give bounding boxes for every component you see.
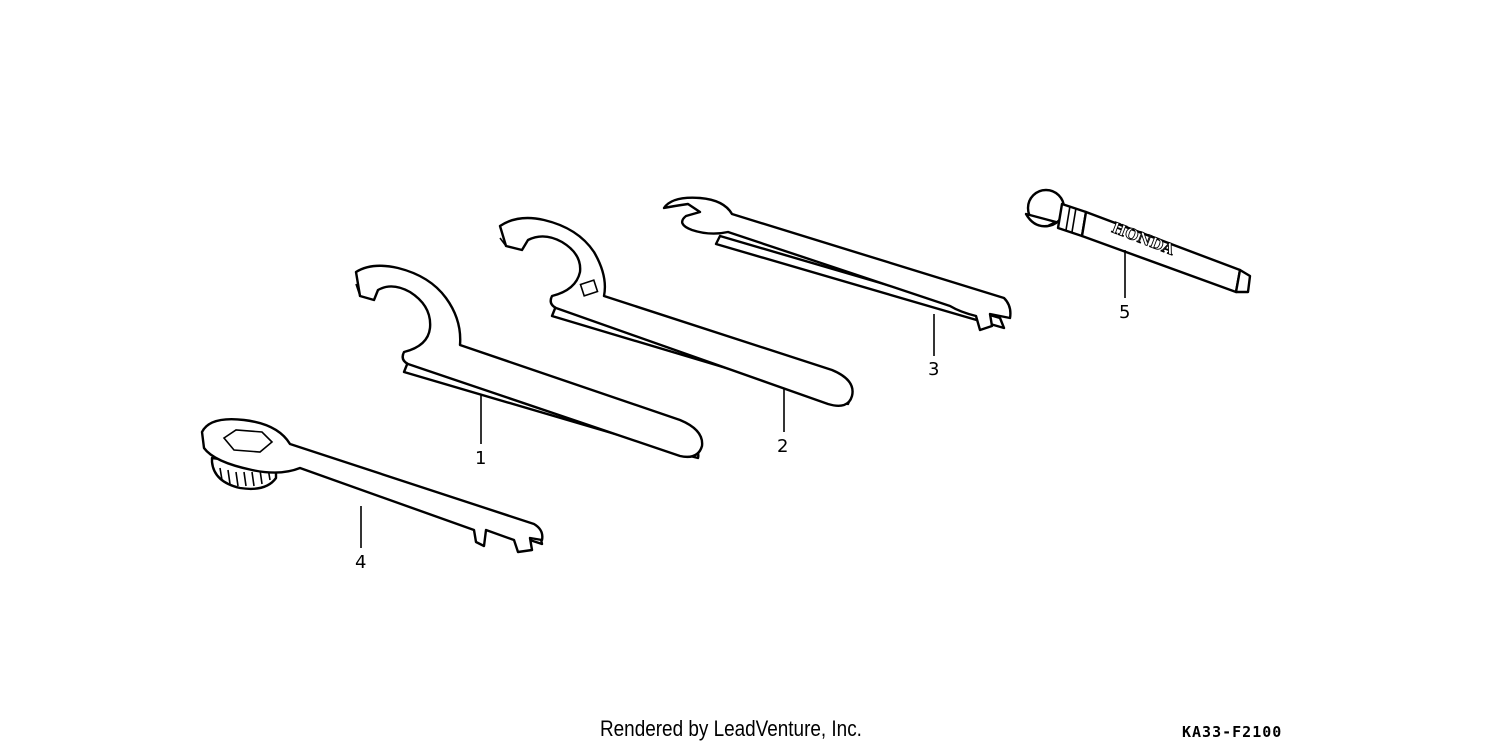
hex-socket-icon	[222, 429, 274, 453]
callout-3[interactable]: 3	[928, 359, 939, 380]
callout-2[interactable]: 2	[777, 436, 788, 457]
callout-5[interactable]: 5	[1119, 302, 1130, 323]
open-end-wrench[interactable]	[662, 196, 1012, 332]
hook-spanner-large[interactable]	[354, 264, 704, 460]
diagram-code: KA33-F2100	[1182, 723, 1283, 741]
callout-4[interactable]: 4	[355, 552, 366, 573]
hook-spanner-small[interactable]	[498, 216, 854, 407]
render-credit: Rendered by LeadVenture, Inc.	[600, 716, 862, 741]
ring-wrench-with-knurled-nut[interactable]	[200, 418, 544, 554]
screwdriver-handle[interactable]: HONDA	[1024, 188, 1252, 294]
callout-1[interactable]: 1	[475, 448, 486, 469]
square-hole-icon	[579, 279, 599, 297]
